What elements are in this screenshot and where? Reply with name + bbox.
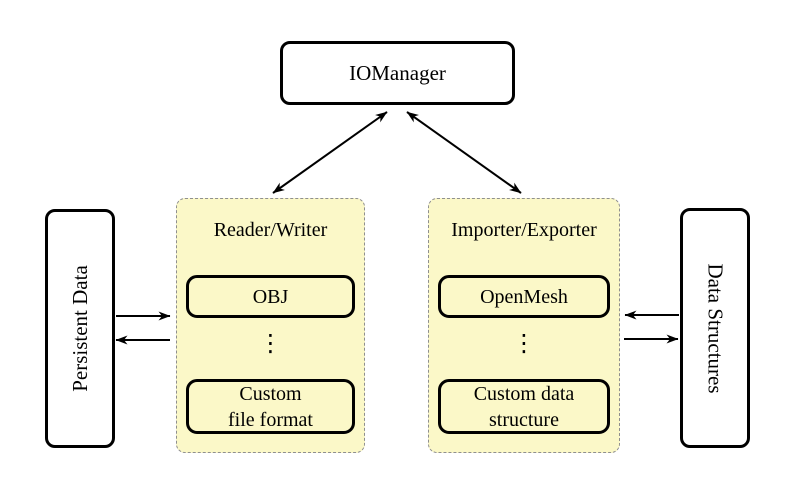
node-data-structures-label: Data Structures	[703, 262, 728, 394]
edge-iomanager-reader-writer	[272, 111, 388, 194]
group-reader-writer-title: Reader/Writer	[213, 219, 328, 241]
vertical-ellipsis-icon: ⋮	[258, 329, 283, 357]
node-data-structures: Data Structures	[680, 208, 750, 448]
node-persistent-data-label: Persistent Data	[67, 265, 92, 392]
group-importer-exporter: Importer/Exporter OpenMesh ⋮ Custom data…	[428, 198, 620, 453]
node-iomanager-label: IOManager	[349, 60, 446, 85]
node-persistent-data: Persistent Data	[45, 209, 115, 448]
node-custom-data-structure: Custom data structure	[438, 379, 610, 434]
node-obj: OBJ	[186, 275, 355, 318]
vertical-ellipsis-icon: ⋮	[512, 329, 536, 357]
node-iomanager: IOManager	[280, 41, 515, 105]
edge-iomanager-importer-exporter	[406, 111, 522, 194]
group-reader-writer: Reader/Writer OBJ ⋮ Custom file format	[176, 198, 365, 453]
group-importer-exporter-title: Importer/Exporter	[451, 219, 597, 241]
node-openmesh: OpenMesh	[438, 275, 610, 318]
node-custom-file-format: Custom file format	[186, 379, 355, 434]
